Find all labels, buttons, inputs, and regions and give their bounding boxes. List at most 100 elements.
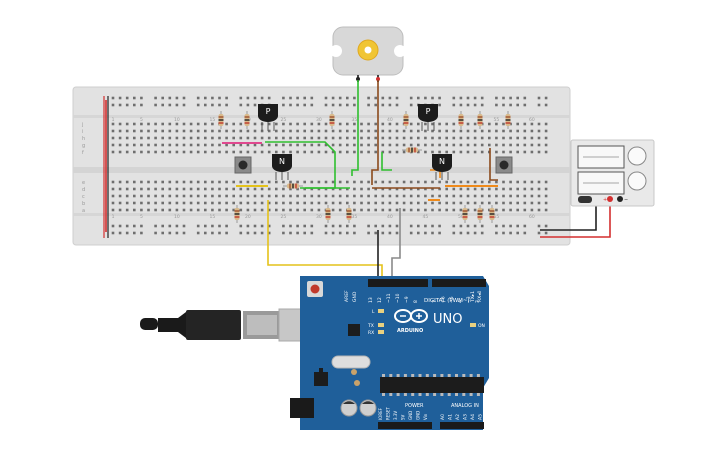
usb-cable[interactable] xyxy=(140,308,310,342)
column-number-top: 35 xyxy=(352,117,358,123)
column-number-bottom: 50 xyxy=(458,214,464,220)
voltage-knob-icon[interactable] xyxy=(627,146,647,166)
power-pin-label: GND xyxy=(416,411,421,420)
led-tx-label: TX xyxy=(367,323,374,329)
psu-plus-label: + xyxy=(603,197,607,203)
power-pin-label: IOREF xyxy=(378,407,383,420)
row-label-h: h xyxy=(82,136,85,142)
digital-header-low[interactable] xyxy=(368,279,428,287)
row-label-e: e xyxy=(82,180,85,186)
resistor-r7[interactable] xyxy=(458,111,464,129)
row-label-d: d xyxy=(82,187,85,193)
led-rx-label: RX xyxy=(368,330,374,336)
digital-pin-label: 13 xyxy=(368,297,374,303)
psu-positive-terminal[interactable] xyxy=(607,196,613,202)
model-label: UNO xyxy=(433,312,462,327)
wire-red-psu[interactable] xyxy=(540,200,611,238)
transistor-npn-left[interactable]: N xyxy=(272,154,292,180)
tx-pin-label: TX▸1 xyxy=(470,291,476,303)
column-number-top: 30 xyxy=(316,117,322,123)
digital-header-high[interactable] xyxy=(432,279,486,287)
power-pin-label: 3.3V xyxy=(393,411,398,420)
transistor-pnp-right[interactable]: P xyxy=(418,104,438,131)
digital-header-label: DIGITAL (PWM~) xyxy=(424,298,470,304)
pushbutton-left[interactable] xyxy=(234,156,252,174)
transistor-label: N xyxy=(279,157,285,166)
power-header[interactable] xyxy=(378,422,432,429)
rx-pin-label: RX◂0 xyxy=(477,291,483,302)
resistor-r14[interactable] xyxy=(477,205,483,223)
resistor-r11[interactable] xyxy=(325,205,331,223)
row-label-c: c xyxy=(82,194,85,200)
wire-motor-green[interactable] xyxy=(351,80,359,176)
analog-header-label: ANALOG IN xyxy=(451,403,479,409)
column-number-bottom: 45 xyxy=(423,214,429,220)
digital-pin-label: ~10 xyxy=(395,293,401,303)
resistor-r8[interactable] xyxy=(283,183,303,189)
transistor-label: N xyxy=(439,157,445,166)
wires xyxy=(105,80,611,282)
column-number-top: 55 xyxy=(494,117,500,123)
breadboard-column-numbers: 1510152025303540455055601510152025303540… xyxy=(112,117,535,220)
power-pin-label: RESET xyxy=(386,407,391,420)
column-number-bottom: 1 xyxy=(112,214,115,220)
column-number-bottom: 55 xyxy=(494,214,500,220)
digital-pin-label: ~11 xyxy=(386,293,392,303)
current-knob-icon[interactable] xyxy=(627,171,647,191)
analog-pin-label: A0 xyxy=(440,414,446,420)
aref-label: AREF xyxy=(344,290,350,302)
resistor-r10[interactable] xyxy=(234,205,240,223)
digital-pin-label: ~9 xyxy=(404,296,410,303)
column-number-top: 60 xyxy=(529,117,535,123)
digital-pin-label: 7 xyxy=(432,300,438,303)
wire-brown-right[interactable] xyxy=(489,148,498,181)
pushbutton-right[interactable] xyxy=(495,156,513,174)
psu-negative-terminal[interactable] xyxy=(617,196,623,202)
row-label-b: b xyxy=(82,201,85,207)
resistor-r13[interactable] xyxy=(462,205,468,223)
digital-pin-label: 8 xyxy=(413,300,419,303)
column-number-bottom: 60 xyxy=(529,214,535,220)
wire-yellow-arduino[interactable] xyxy=(267,200,383,282)
wire-green-right[interactable] xyxy=(381,152,392,171)
resistor-r2[interactable] xyxy=(244,111,250,129)
resistor-r6[interactable] xyxy=(505,111,511,129)
column-number-bottom: 30 xyxy=(316,214,322,220)
resistor-r5[interactable] xyxy=(477,111,483,129)
row-label-a: a xyxy=(82,208,85,214)
resistor-r4[interactable] xyxy=(403,111,409,129)
digital-pin-label: 4 xyxy=(458,300,464,303)
analog-pin-label: A1 xyxy=(448,414,454,420)
power-pin-label: 5V xyxy=(401,414,406,420)
transistor-pnp-left[interactable]: P xyxy=(258,104,278,131)
wire-black-psu[interactable] xyxy=(540,200,597,231)
resistor-r1[interactable] xyxy=(218,111,224,129)
wire-gray-arduino[interactable] xyxy=(391,208,401,282)
analog-pin-label: A5 xyxy=(478,414,484,420)
column-number-top: 15 xyxy=(210,117,216,123)
resistor-r15[interactable] xyxy=(489,205,495,223)
resistor-r9[interactable] xyxy=(402,147,422,153)
column-number-top: 1 xyxy=(112,117,115,123)
row-label-j: j xyxy=(81,122,83,128)
column-number-bottom: 35 xyxy=(352,214,358,220)
power-switch[interactable] xyxy=(578,196,592,203)
wire-motor-brown[interactable] xyxy=(371,80,379,185)
resistor-r3[interactable] xyxy=(329,111,335,129)
dc-motor[interactable] xyxy=(330,26,406,82)
row-label-f: f xyxy=(82,150,84,156)
barrel-jack[interactable] xyxy=(290,398,314,418)
column-number-bottom: 20 xyxy=(245,214,251,220)
brand-label: ARDUINO xyxy=(397,328,423,334)
resistor-r12[interactable] xyxy=(346,205,352,223)
breadboard[interactable]: j i h g f e d c b a 15101520253035404550… xyxy=(72,86,571,246)
transistor-npn-right[interactable]: N xyxy=(432,154,452,180)
usb-chip xyxy=(348,324,360,336)
analog-header[interactable] xyxy=(440,422,484,429)
power-supply[interactable]: + − xyxy=(570,139,655,207)
